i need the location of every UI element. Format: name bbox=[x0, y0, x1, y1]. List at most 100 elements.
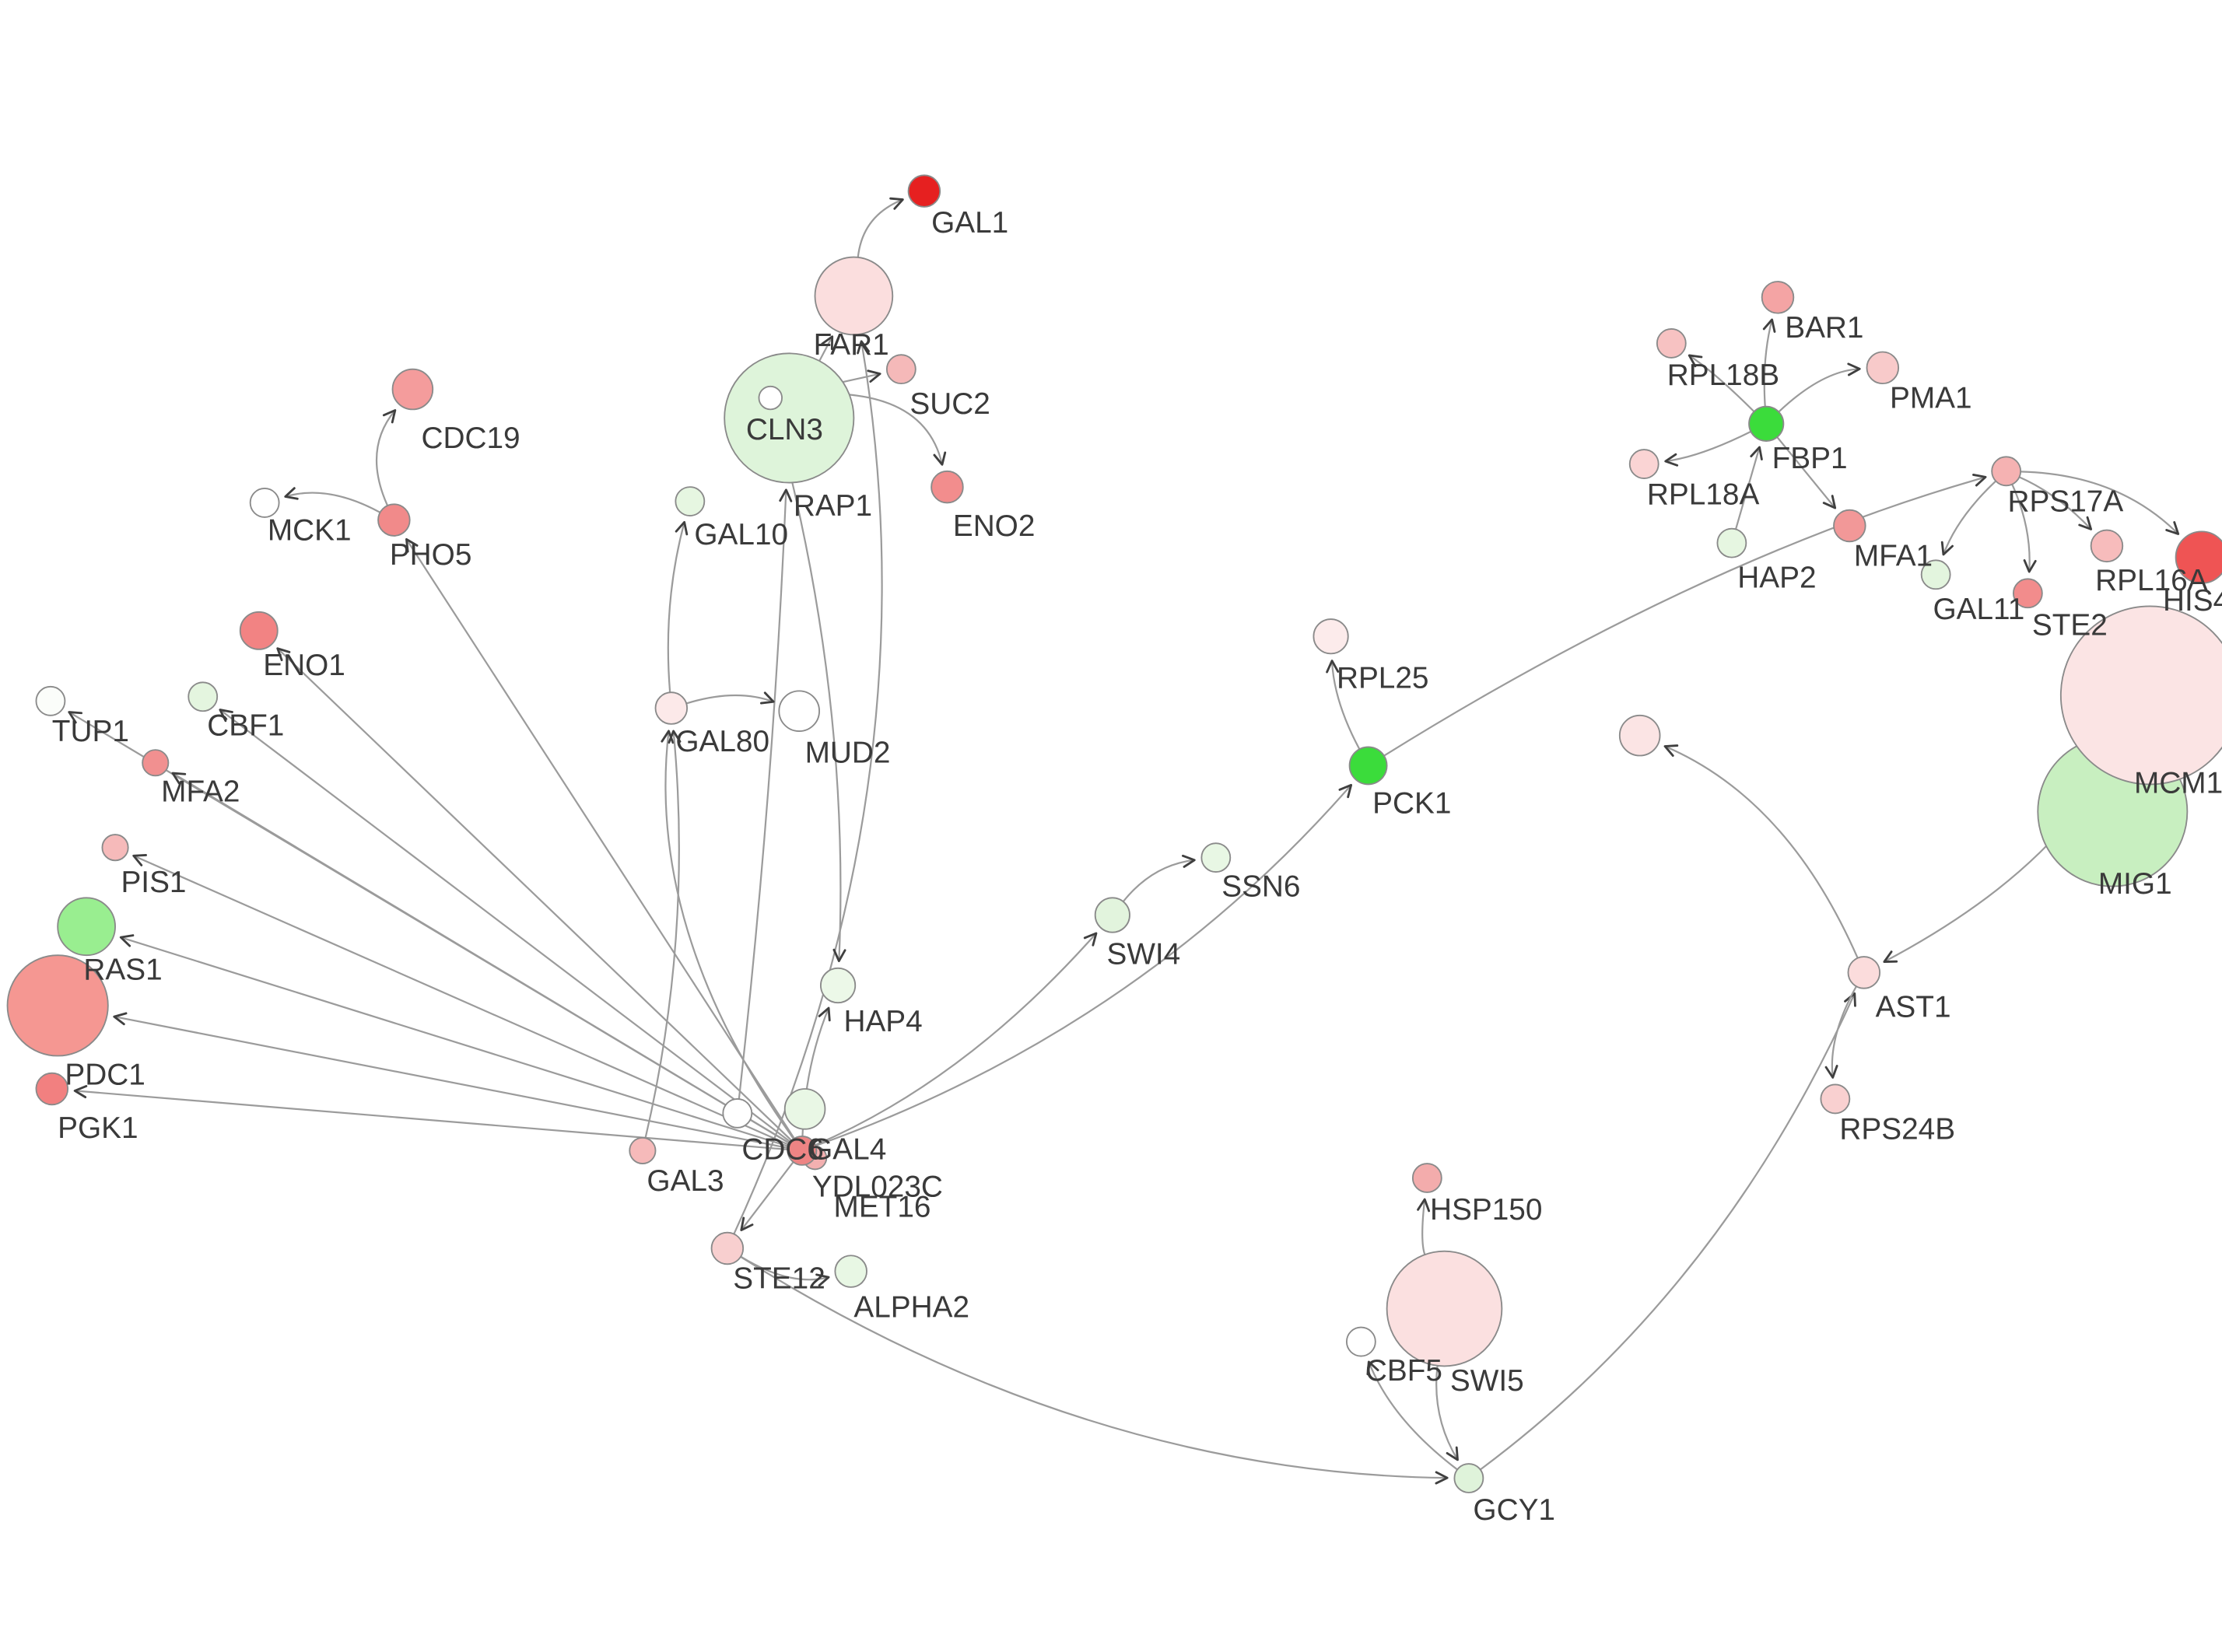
edge-pck1-rpl25[interactable] bbox=[1326, 660, 1361, 750]
edge-rap1-hap4[interactable] bbox=[773, 408, 846, 963]
edge-gal4-eno1[interactable] bbox=[276, 647, 793, 1142]
edge-pho5-mck1[interactable] bbox=[284, 487, 380, 513]
edge-hap2-fbp1[interactable] bbox=[1734, 446, 1763, 530]
node-gal10[interactable] bbox=[675, 486, 706, 516]
label-his4: HIS4 bbox=[2163, 584, 2222, 618]
node-rpl18b[interactable] bbox=[1656, 328, 1687, 359]
label-rpl16a: RPL16A bbox=[2095, 564, 2208, 597]
node-gal11[interactable] bbox=[1920, 559, 1951, 590]
node-rpl18a[interactable] bbox=[1628, 449, 1659, 479]
edge-gal4-cbf1[interactable] bbox=[219, 709, 791, 1143]
node-eno1[interactable] bbox=[239, 611, 279, 650]
node-pdc1[interactable] bbox=[6, 954, 109, 1057]
node-mfa2[interactable] bbox=[142, 749, 170, 777]
edge-fbp1-mfa1[interactable] bbox=[1776, 436, 1837, 509]
node-swi5[interactable] bbox=[1386, 1250, 1503, 1367]
node-swi4[interactable] bbox=[1094, 897, 1130, 933]
node-cbf1[interactable] bbox=[188, 681, 219, 712]
node-cbf5[interactable] bbox=[1345, 1326, 1376, 1357]
label-pma1: PMA1 bbox=[1890, 382, 1972, 415]
node-suc2[interactable] bbox=[885, 354, 916, 385]
node-his4[interactable] bbox=[2175, 530, 2222, 584]
node-gal1[interactable] bbox=[907, 174, 941, 208]
node-cln3[interactable] bbox=[724, 352, 855, 484]
edge-gal4-ras1[interactable] bbox=[119, 934, 789, 1147]
node-pma1[interactable] bbox=[1866, 351, 1900, 385]
node-hap2[interactable] bbox=[1716, 527, 1747, 558]
edge-cdc6-cln3[interactable] bbox=[738, 488, 793, 1100]
node-tup1[interactable] bbox=[35, 685, 66, 716]
label-ssn6: SSN6 bbox=[1221, 870, 1300, 904]
edge-gal80-gal10[interactable] bbox=[667, 520, 689, 693]
edge-swi4-ssn6[interactable] bbox=[1122, 854, 1196, 902]
edge-gcy1-ast1[interactable] bbox=[1480, 992, 1856, 1471]
node-cdc6[interactable] bbox=[722, 1097, 753, 1129]
edge-rps17a-ste2[interactable] bbox=[2011, 484, 2037, 573]
node-ras1[interactable] bbox=[57, 897, 116, 957]
node-gal4[interactable] bbox=[787, 1136, 818, 1166]
edge-ast1-rps24b[interactable] bbox=[1824, 985, 1857, 1079]
node-gal80[interactable] bbox=[654, 691, 689, 725]
edge-gal3-gal80[interactable] bbox=[644, 730, 682, 1139]
edge-far1-gal1[interactable] bbox=[857, 197, 904, 258]
node-pgk1[interactable] bbox=[35, 1072, 69, 1106]
node-gal3[interactable] bbox=[629, 1136, 657, 1164]
edge-rps17a-his4[interactable] bbox=[2020, 471, 2180, 535]
edge-gal4-ste12[interactable] bbox=[740, 1161, 794, 1231]
edge-gal4-pgk1[interactable] bbox=[73, 1085, 788, 1151]
edge-gal4-pck1[interactable] bbox=[815, 783, 1353, 1147]
node-bar1[interactable] bbox=[1761, 281, 1795, 314]
node-cdc19[interactable] bbox=[391, 368, 434, 411]
edge-gal4-gal80[interactable] bbox=[661, 730, 795, 1140]
node-fbp1[interactable] bbox=[1748, 405, 1785, 442]
label-mfa2: MFA2 bbox=[161, 775, 240, 809]
edge-rps17a-rpl16a[interactable] bbox=[2019, 476, 2093, 530]
node-mcm1[interactable] bbox=[2059, 605, 2222, 786]
edge-ste12-gcy1[interactable] bbox=[740, 1255, 1449, 1485]
node-ast1[interactable] bbox=[1847, 956, 1881, 989]
edge-pho5-cdc19[interactable] bbox=[375, 409, 397, 506]
edge-gal4-pis1[interactable] bbox=[132, 854, 790, 1146]
edge-gal4-pho5[interactable] bbox=[405, 537, 795, 1139]
node-node1[interactable] bbox=[1618, 714, 1661, 757]
node-mck1[interactable] bbox=[249, 488, 280, 518]
edge-fbp1-pma1[interactable] bbox=[1778, 362, 1861, 413]
edge-gal80-mud2[interactable] bbox=[685, 691, 775, 705]
node-rps24b[interactable] bbox=[1820, 1083, 1851, 1115]
edge-swi5-hsp150[interactable] bbox=[1417, 1198, 1431, 1255]
node-mfa1[interactable] bbox=[1833, 509, 1866, 543]
edge-fbp1-rpl18a[interactable] bbox=[1664, 430, 1751, 467]
node-ydl023c[interactable] bbox=[783, 1088, 826, 1130]
node-rps17a[interactable] bbox=[1991, 456, 2022, 487]
node-hap4[interactable] bbox=[819, 967, 857, 1004]
edge-rps17a-gal11[interactable] bbox=[1940, 480, 1996, 556]
node-pho5[interactable] bbox=[377, 503, 411, 537]
edge-gal4-pdc1[interactable] bbox=[113, 1012, 789, 1149]
edge-gal4-mfa2[interactable] bbox=[171, 772, 790, 1144]
edge-cln3-far1[interactable] bbox=[818, 335, 834, 362]
edge-pck1-rps17a[interactable] bbox=[1383, 474, 1987, 757]
node-rpl25[interactable] bbox=[1313, 618, 1349, 655]
node-rpl16a[interactable] bbox=[2090, 529, 2124, 563]
node-mud2[interactable] bbox=[778, 690, 820, 733]
node-ssn6[interactable] bbox=[1200, 842, 1232, 873]
edge-gcy1-cbf5[interactable] bbox=[1366, 1360, 1458, 1471]
node-eno2[interactable] bbox=[931, 470, 964, 504]
label-hap4: HAP4 bbox=[843, 1005, 922, 1038]
edge-ast1-node1[interactable] bbox=[1663, 744, 1859, 959]
node-ste12[interactable] bbox=[710, 1231, 745, 1265]
node-rap1[interactable] bbox=[758, 385, 783, 411]
edge-gal4-swi4[interactable] bbox=[815, 932, 1098, 1146]
node-hsp150[interactable] bbox=[1411, 1163, 1442, 1193]
node-pis1[interactable] bbox=[101, 834, 129, 862]
node-pck1[interactable] bbox=[1348, 746, 1388, 786]
edge-fbp1-bar1[interactable] bbox=[1762, 318, 1776, 407]
node-far1[interactable] bbox=[814, 256, 894, 336]
edge-swi5-gcy1[interactable] bbox=[1435, 1365, 1459, 1461]
node-ste2[interactable] bbox=[2012, 578, 2043, 609]
node-gcy1[interactable] bbox=[1453, 1463, 1484, 1493]
node-alpha2[interactable] bbox=[834, 1255, 867, 1288]
edge-fbp1-rpl18b[interactable] bbox=[1688, 354, 1755, 412]
label-rps17a: RPS17A bbox=[2008, 485, 2124, 519]
